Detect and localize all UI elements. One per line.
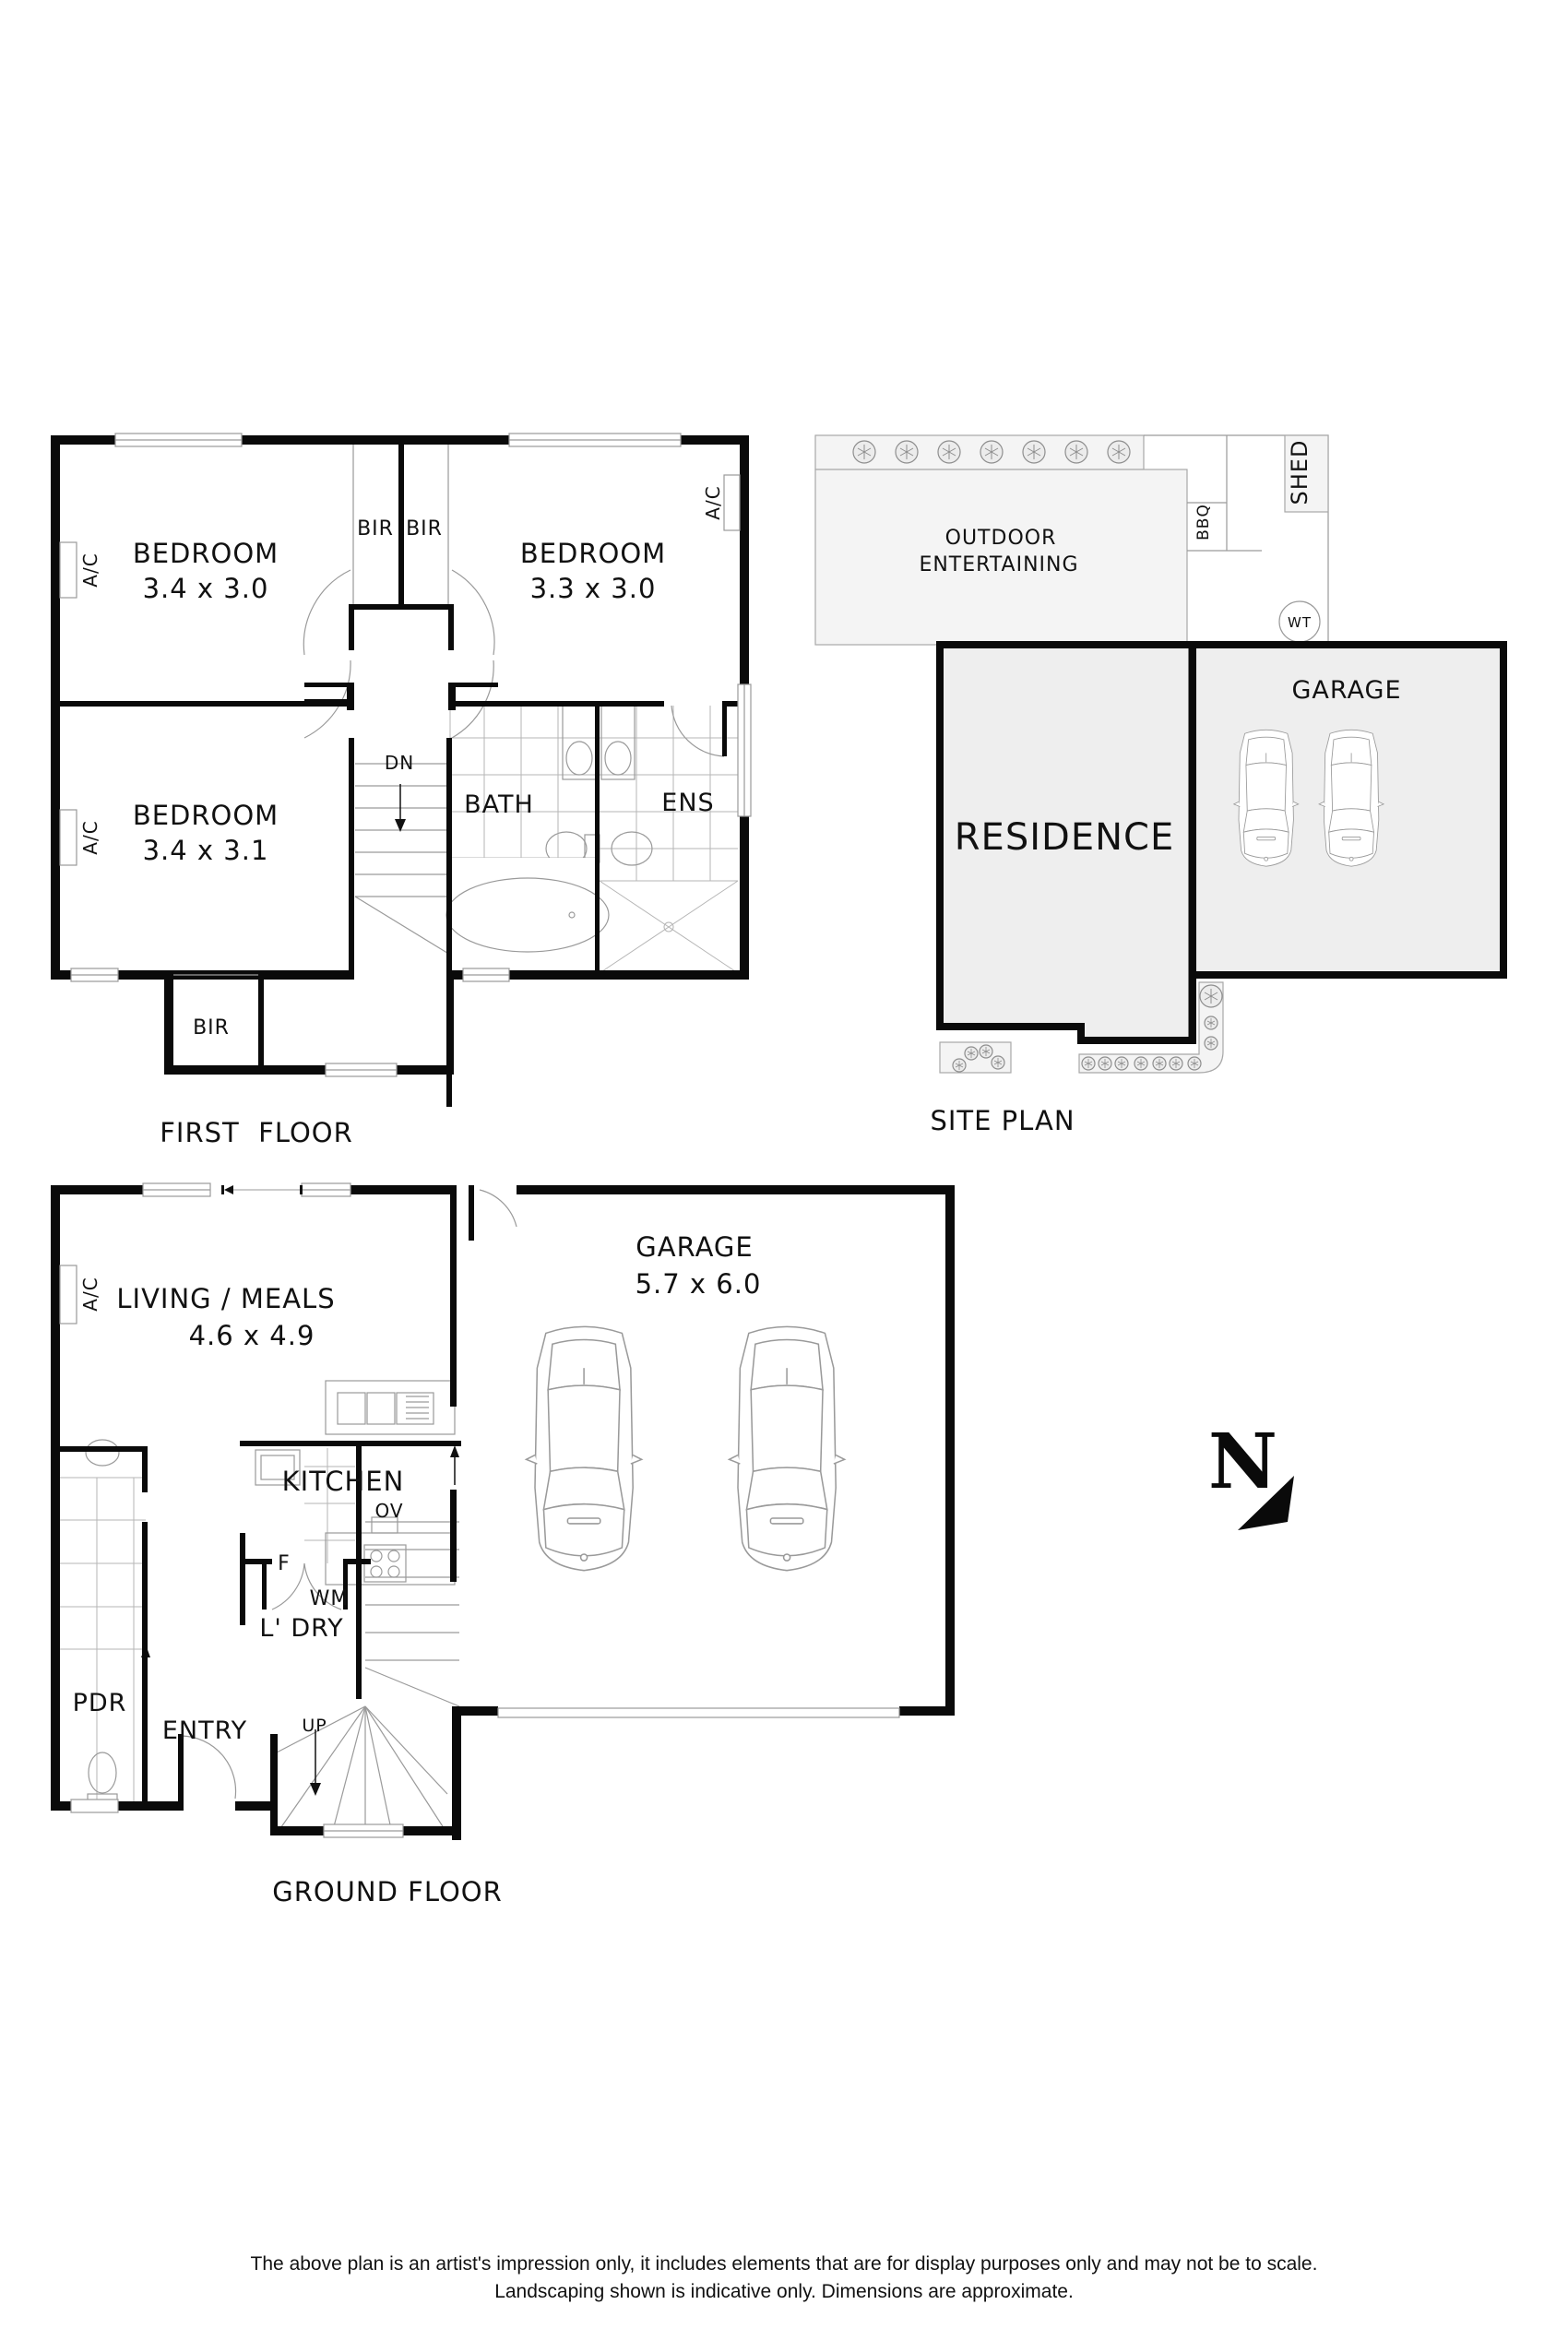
residence-label: RESIDENCE xyxy=(955,816,1174,859)
bath-label: BATH xyxy=(464,790,534,819)
room-dims: 5.7 x 6.0 xyxy=(636,1268,762,1300)
ac-label: A/C xyxy=(79,820,101,854)
room-name: LIVING / MEALS xyxy=(116,1283,335,1314)
site-plan-title: SITE PLAN xyxy=(930,1105,1075,1136)
door-swings-first xyxy=(303,569,725,757)
north-letter: N xyxy=(1208,1418,1277,1506)
ground-floor-walls xyxy=(51,1185,955,1840)
room-name: BEDROOM xyxy=(520,538,666,569)
room-dims: 3.3 x 3.0 xyxy=(530,573,657,604)
door-swings-ground xyxy=(181,1189,517,1800)
north-arrow-icon xyxy=(1238,1476,1294,1530)
laundry-fixtures xyxy=(255,1448,355,1610)
first-floor-windows xyxy=(70,433,752,1077)
dn-label: DN xyxy=(385,752,414,774)
kitchen-label: KITCHEN xyxy=(282,1466,405,1497)
entry-label: ENTRY xyxy=(162,1716,247,1745)
site-plan: OUTDOOR ENTERTAINING BBQ SHED WT RESIDEN… xyxy=(814,434,1507,1136)
ens-label: ENS xyxy=(661,789,714,817)
bbq-label: BBQ xyxy=(1194,504,1213,540)
first-floor-title: FIRST FLOOR xyxy=(160,1117,353,1148)
disclaimer: The above plan is an artist's impression… xyxy=(0,2251,1568,2306)
outdoor-label-2: ENTERTAINING xyxy=(919,553,1078,576)
oven-label: OV xyxy=(374,1500,403,1522)
kitchen-fixtures xyxy=(325,1380,459,1586)
bir-label: BIR xyxy=(193,1016,230,1039)
room-name: BEDROOM xyxy=(133,800,279,831)
shed-label: SHED xyxy=(1287,440,1313,505)
ac-label: A/C xyxy=(79,552,101,587)
washing-machine-label: WM xyxy=(310,1587,350,1610)
disclaimer-line-1: The above plan is an artist's impression… xyxy=(250,2253,1318,2275)
room-dims: 4.6 x 4.9 xyxy=(189,1320,315,1351)
shed xyxy=(1284,434,1329,513)
bedroom-2-label: BEDROOM 3.3 x 3.0 xyxy=(520,538,666,604)
bir-outlines xyxy=(173,445,449,976)
up-label: UP xyxy=(302,1716,327,1736)
first-floor-plan: BEDROOM 3.4 x 3.0 BEDROOM 3.3 x 3.0 BEDR… xyxy=(51,433,752,1148)
ground-floor-stairs xyxy=(141,1521,460,1835)
bir-label: BIR xyxy=(406,517,443,540)
bath-fixtures xyxy=(445,705,653,973)
ground-floor-title: GROUND FLOOR xyxy=(272,1876,503,1907)
room-name: GARAGE xyxy=(636,1231,753,1263)
fridge-label: F xyxy=(278,1552,291,1575)
ac-label: A/C xyxy=(702,485,724,519)
wt-label: WT xyxy=(1288,614,1312,631)
laundry-label: L' DRY xyxy=(259,1614,343,1643)
outdoor-label-1: OUTDOOR xyxy=(945,527,1057,550)
first-floor-stairs xyxy=(354,763,451,956)
ac-units-first xyxy=(59,474,741,866)
disclaimer-line-2: Landscaping shown is indicative only. Di… xyxy=(494,2281,1074,2302)
room-dims: 3.4 x 3.1 xyxy=(143,835,269,866)
ens-tiles xyxy=(598,706,739,974)
ac-label: A/C xyxy=(79,1277,101,1311)
bath-tiles xyxy=(449,705,599,859)
site-garage-label: GARAGE xyxy=(1291,676,1401,705)
ground-floor-plan: LIVING / MEALS 4.6 x 4.9 GARAGE 5.7 x 6.… xyxy=(51,1182,955,1907)
garage-label: GARAGE 5.7 x 6.0 xyxy=(636,1231,762,1300)
pdr-tiles xyxy=(60,1439,146,1806)
ac-unit-ground xyxy=(59,1265,77,1324)
site-garage-outline xyxy=(1189,641,1507,979)
garage-cars xyxy=(525,1325,846,1572)
ground-floor-windows xyxy=(70,1182,900,1838)
north-arrow: N xyxy=(1208,1418,1294,1530)
bedroom-1-label: BEDROOM 3.4 x 3.0 xyxy=(133,538,279,604)
pdr-label: PDR xyxy=(73,1689,127,1717)
room-name: BEDROOM xyxy=(133,538,279,569)
room-dims: 3.4 x 3.0 xyxy=(143,573,269,604)
first-floor-walls xyxy=(51,435,749,1107)
bir-label: BIR xyxy=(357,517,394,540)
living-meals-label: LIVING / MEALS 4.6 x 4.9 xyxy=(116,1283,335,1351)
bedroom-3-label: BEDROOM 3.4 x 3.1 xyxy=(133,800,279,866)
